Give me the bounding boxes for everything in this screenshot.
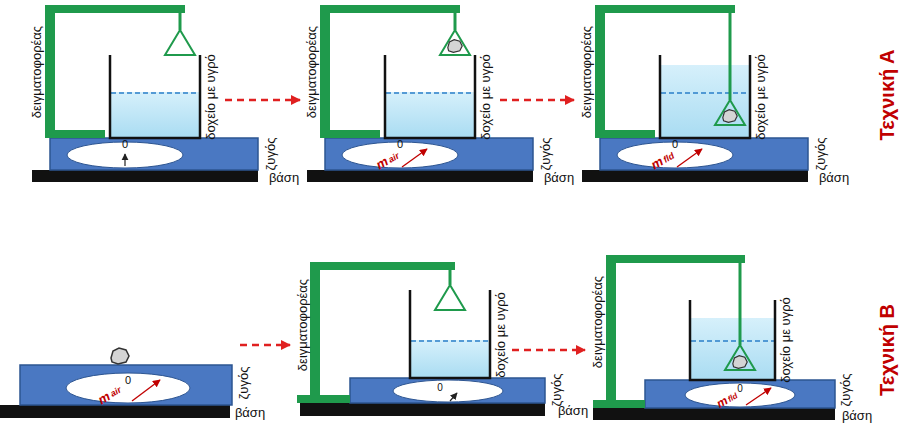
mass-subscript: air bbox=[109, 385, 123, 398]
base-label: βάση bbox=[819, 171, 849, 184]
holder-label: δειγματοφορέας bbox=[305, 26, 318, 118]
balance-label: ζυγός bbox=[264, 138, 277, 171]
zero-reading: 0 bbox=[737, 384, 743, 394]
container-label: δοχείο με υγρό bbox=[779, 297, 792, 383]
balance-label: ζυγός bbox=[550, 374, 563, 407]
base-label: βάση bbox=[235, 406, 265, 419]
holder-label: δειγματοφορέας bbox=[591, 276, 604, 368]
container-label: δοχείο με υγρό bbox=[479, 54, 492, 140]
container-label: δοχείο με υγρό bbox=[494, 292, 507, 378]
holder-label: δειγματοφορέας bbox=[296, 279, 309, 371]
mass-subscript: fld bbox=[662, 151, 676, 164]
panel-b1 bbox=[0, 348, 232, 418]
panel-a2 bbox=[307, 5, 533, 182]
base-label: βάση bbox=[269, 171, 299, 184]
holder-label: δειγματοφορέας bbox=[580, 26, 593, 118]
zero-reading: 0 bbox=[122, 139, 128, 150]
base-label: βάση bbox=[842, 409, 872, 422]
technique-title: Τεχνική Α bbox=[877, 49, 897, 140]
balance-label: ζυγός bbox=[814, 138, 827, 171]
step-arrows bbox=[225, 100, 585, 350]
balance-label: ζυγός bbox=[839, 374, 852, 407]
holder-label: δειγματοφορέας bbox=[30, 26, 43, 118]
zero-reading: 0 bbox=[125, 375, 131, 386]
technique-title: Τεχνική Β bbox=[877, 304, 897, 396]
panel-a1 bbox=[32, 5, 258, 182]
base-label: βάση bbox=[544, 171, 574, 184]
panel-b2 bbox=[297, 262, 545, 416]
panel-b3 bbox=[593, 255, 835, 420]
panel-a3 bbox=[582, 5, 808, 182]
balance-label: ζυγός bbox=[237, 367, 250, 400]
base-label: βάση bbox=[558, 404, 588, 417]
zero-reading: 0 bbox=[437, 383, 443, 393]
zero-reading: 0 bbox=[672, 139, 678, 150]
balance-label: ζυγός bbox=[539, 138, 552, 171]
container-label: δοχείο με υγρό bbox=[204, 54, 217, 140]
container-label: δοχείο με υγρό bbox=[754, 54, 767, 140]
zero-reading: 0 bbox=[397, 139, 403, 150]
mass-subscript: air bbox=[387, 151, 401, 164]
